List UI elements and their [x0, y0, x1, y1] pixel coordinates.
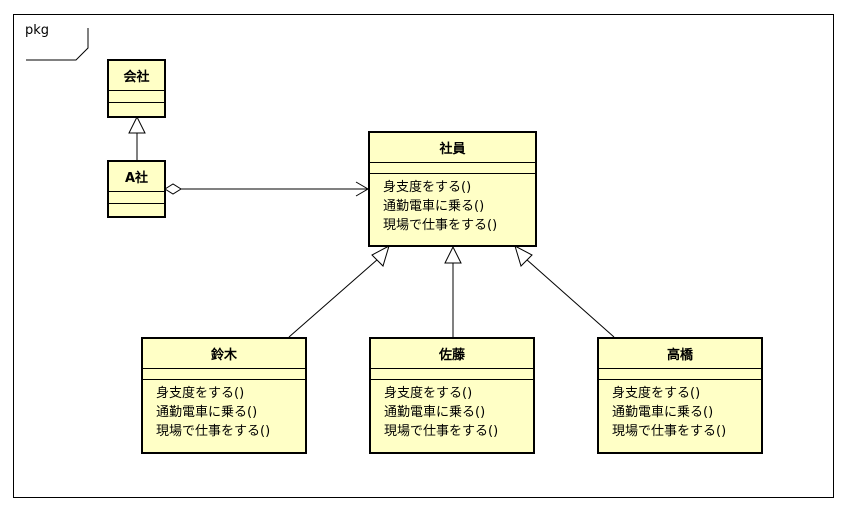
- generalization-arrowhead: [128, 115, 146, 134]
- class-sato[interactable]: 佐藤 身支度をする() 通勤電車に乗る() 現場で仕事をする(): [369, 337, 535, 454]
- package-tab: [26, 28, 89, 61]
- class-attributes: [143, 369, 305, 380]
- operation: 現場で仕事をする(): [156, 424, 271, 439]
- class-attributes: [370, 163, 535, 174]
- class-attributes: [371, 369, 533, 380]
- class-name: 佐藤: [371, 339, 533, 369]
- class-a-sha[interactable]: A社: [107, 160, 166, 218]
- generalization-suzuki-shain: [288, 258, 379, 338]
- class-name: 会社: [109, 61, 164, 91]
- class-name: A社: [109, 162, 164, 192]
- operation: 現場で仕事をする(): [384, 424, 499, 439]
- generalization-takahashi-shain: [525, 258, 615, 338]
- diagram-canvas: pkg 会社 A社 社員 身支度をする() 通勤電車に乗る(): [13, 14, 834, 498]
- class-suzuki[interactable]: 鈴木 身支度をする() 通勤電車に乗る() 現場で仕事をする(): [141, 337, 307, 454]
- operation: 身支度をする(): [383, 180, 472, 195]
- class-attributes: [109, 91, 164, 103]
- class-name: 社員: [370, 133, 535, 163]
- operation: 身支度をする(): [612, 386, 701, 401]
- class-operations: 身支度をする() 通勤電車に乗る() 現場で仕事をする(): [370, 174, 535, 235]
- operation: 身支度をする(): [156, 386, 245, 401]
- operation: 通勤電車に乗る(): [383, 199, 485, 214]
- operation: 現場で仕事をする(): [383, 218, 498, 233]
- class-name: 鈴木: [143, 339, 305, 369]
- operation: 通勤電車に乗る(): [156, 405, 258, 420]
- class-operations: 身支度をする() 通勤電車に乗る() 現場で仕事をする(): [371, 380, 533, 441]
- operation: 通勤電車に乗る(): [384, 405, 486, 420]
- class-attributes: [109, 192, 164, 204]
- operation: 身支度をする(): [384, 386, 473, 401]
- connectors: [128, 115, 615, 338]
- operation: 通勤電車に乗る(): [612, 405, 714, 420]
- aggregation-diamond: [164, 183, 182, 195]
- operation: 現場で仕事をする(): [612, 424, 727, 439]
- class-operations: 身支度をする() 通勤電車に乗る() 現場で仕事をする(): [143, 380, 305, 441]
- class-name: 高橋: [599, 339, 761, 369]
- generalization-arrowhead: [444, 245, 462, 264]
- class-takahashi[interactable]: 高橋 身支度をする() 通勤電車に乗る() 現場で仕事をする(): [597, 337, 763, 454]
- class-operations: 身支度をする() 通勤電車に乗る() 現場で仕事をする(): [599, 380, 761, 441]
- class-kaisha[interactable]: 会社: [107, 59, 166, 118]
- generalization-arrowhead: [514, 244, 533, 267]
- class-shain[interactable]: 社員 身支度をする() 通勤電車に乗る() 現場で仕事をする(): [368, 131, 537, 247]
- class-attributes: [599, 369, 761, 380]
- generalization-arrowhead: [371, 244, 390, 267]
- package-label: pkg: [25, 23, 50, 38]
